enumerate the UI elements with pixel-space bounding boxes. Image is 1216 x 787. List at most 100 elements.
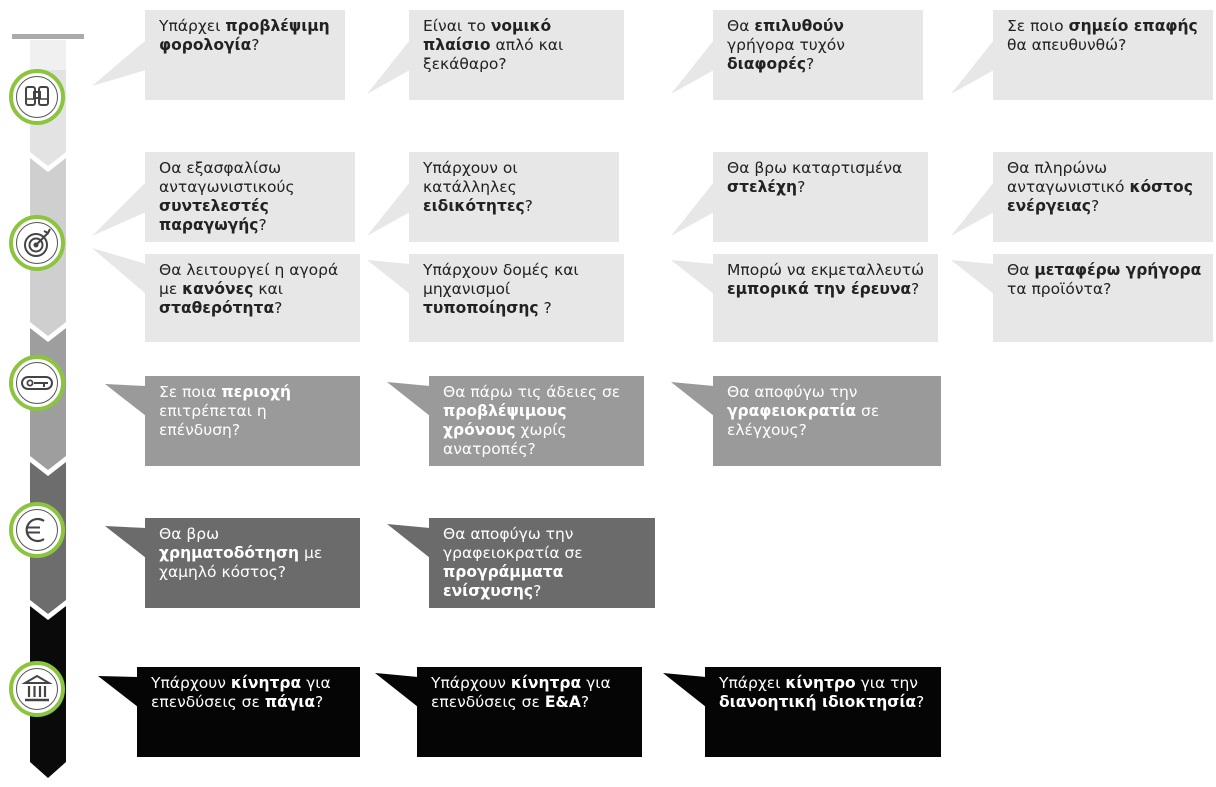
bubble-text: Υπάρχουν οι κατάλληλες — [423, 159, 518, 196]
question-bubble-r3-c2: Υπάρχουν δομές και μηχανισμοί τυποποίηση… — [409, 254, 624, 342]
bubble-pointer — [387, 524, 430, 558]
bubble-keyword: προγράμματα ενίσχυσης — [443, 563, 564, 600]
bubble-text: ? — [258, 216, 267, 234]
bubble-keyword: προβλέψιμη φορολογία — [159, 17, 330, 54]
bubble-text: ? — [911, 280, 920, 298]
question-bubble-r3-c4: Θα μεταφέρω γρήγορα τα προϊόντα? — [993, 254, 1213, 342]
bubble-pointer — [367, 40, 410, 94]
bubble-text: ? — [274, 299, 283, 317]
bubble-keyword: επιλυθούν — [754, 17, 844, 35]
bubble-keyword: ειδικότητες — [423, 197, 525, 215]
question-bubble-r3-c3: Μπορώ να εκμεταλλευτώ εμπορικά την έρευν… — [713, 254, 938, 342]
bubble-pointer — [367, 182, 410, 236]
bubble-text: ? — [524, 197, 533, 215]
bubble-text: Θα πληρώνω ανταγωνιστικό — [1007, 159, 1130, 196]
bubble-pointer — [663, 673, 706, 707]
bubble-pointer — [671, 382, 714, 416]
bubble-text: ? — [806, 55, 815, 73]
question-bubble-r2-c1: Οα εξασφαλίσω ανταγωνιστικούς συντελεστέ… — [145, 152, 355, 242]
bubble-pointer — [387, 382, 430, 416]
bubble-pointer — [105, 526, 146, 558]
euro-icon — [9, 502, 65, 558]
question-bubble-r6-c3: Υπάρχει κίνητρο για την διανοητική ιδιοκ… — [705, 667, 941, 757]
bubble-text: Θα βρω — [159, 525, 220, 543]
bubble-text: ? — [538, 299, 552, 317]
bubble-keyword: εμπορικά την έρευνα — [727, 280, 912, 298]
bubble-pointer — [367, 260, 410, 294]
bubble-pointer — [98, 676, 138, 707]
bubble-text: Υπάρχουν — [431, 674, 511, 692]
bubble-text: και — [253, 280, 283, 298]
bubble-text: για επενδύσεις σε — [151, 674, 331, 711]
bubble-text: γρήγορα τυχόν — [727, 36, 845, 54]
bubble-text: ? — [314, 693, 324, 711]
bubble-keyword: διανοητική ιδιοκτησία — [719, 693, 917, 711]
bubble-text: για επενδύσεις σε — [431, 674, 611, 711]
bubble-text: Υπάρχει — [719, 674, 786, 692]
bank-icon — [9, 661, 65, 717]
bubble-keyword: κίνητρο — [785, 674, 856, 692]
bubble-text: Θα αποφύγω την — [727, 383, 858, 401]
bubble-text: Θα — [727, 17, 755, 35]
bubble-text: ? — [580, 693, 590, 711]
bubble-text: Σε ποιο — [1007, 17, 1069, 35]
bubble-text: Θα πάρω τις άδειες σε — [443, 383, 621, 401]
question-bubble-r6-c1: Υπάρχουν κίνητρα για επενδύσεις σε πάγια… — [137, 667, 360, 757]
bubble-pointer — [951, 260, 994, 294]
question-bubble-r6-c2: Υπάρχουν κίνητρα για επενδύσεις σε Ε&Α? — [417, 667, 642, 757]
bubble-keyword: περιοχή — [221, 383, 292, 401]
bubble-keyword: γραφειοκρατία — [727, 402, 857, 420]
bubble-keyword: κανόνες — [182, 280, 254, 298]
bubble-pointer — [105, 384, 146, 416]
question-bubble-r1-c4: Σε ποιο σημείο επαφής θα απευθυνθώ? — [993, 10, 1213, 100]
question-bubble-r5-c2: Θα αποφύγω την γραφειοκρατία σε προγράμμ… — [429, 518, 655, 608]
bubble-keyword: σταθερότητα — [159, 299, 275, 317]
bubble-pointer — [92, 248, 146, 294]
bubble-keyword: τυποποίησης — [423, 299, 539, 317]
bubble-pointer — [671, 40, 714, 94]
bubble-keyword: στελέχη — [727, 178, 798, 196]
bubble-keyword: διαφορές — [727, 55, 807, 73]
bubble-text: Υπάρχουν — [151, 674, 231, 692]
bubble-keyword: μεταφέρω γρήγορα — [1034, 261, 1202, 279]
bubble-text: θα απευθυνθώ? — [1007, 36, 1127, 54]
bubble-keyword: Ε&Α — [544, 693, 581, 711]
bubble-text: Υπάρχει — [159, 17, 226, 35]
bubble-pointer — [375, 673, 418, 707]
bubble-pointer — [671, 260, 714, 294]
bubble-text: σε ελέγχους? — [727, 402, 880, 439]
bubble-text: ? — [251, 36, 260, 54]
bubble-text: Θα λειτουργεί η αγορά με — [159, 261, 339, 298]
question-bubble-r5-c1: Θα βρω χρηματοδότηση με χαμηλό κόστος? — [145, 518, 360, 608]
bubble-keyword: συντελεστές παραγωγής — [159, 197, 269, 234]
bubble-text: τα προϊόντα? — [1007, 280, 1112, 298]
question-bubble-r2-c3: Θα βρω καταρτισμένα στελέχη? — [713, 152, 928, 242]
question-bubble-r1-c1: Υπάρχει προβλέψιμη φορολογία? — [145, 10, 345, 100]
binoculars-icon — [9, 69, 65, 125]
bubble-pointer — [951, 40, 994, 94]
question-bubble-r1-c3: Θα επιλυθούν γρήγορα τυχόν διαφορές? — [713, 10, 923, 100]
question-bubble-r2-c4: Θα πληρώνω ανταγωνιστικό κόστος ενέργεια… — [993, 152, 1213, 242]
question-bubble-r4-c1: Σε ποια περιοχή επιτρέπεται η επένδυση? — [145, 376, 360, 466]
bubble-keyword: χρηματοδότηση — [159, 544, 300, 562]
bubble-text: Θα βρω καταρτισμένα — [727, 159, 903, 177]
bubble-text: Θα — [1007, 261, 1035, 279]
bubble-text: για την — [855, 674, 918, 692]
bubble-text: Οα εξασφαλίσω ανταγωνιστικούς — [159, 159, 295, 196]
question-bubble-r1-c2: Είναι το νομικό πλαίσιο απλό και ξεκάθαρ… — [409, 10, 624, 100]
question-bubble-r4-c2: Θα πάρω τις άδειες σε προβλέψιμους χρόνο… — [429, 376, 644, 466]
bubble-text: ? — [916, 693, 925, 711]
bubble-pointer — [92, 182, 146, 236]
bubble-keyword: σημείο επαφής — [1068, 17, 1198, 35]
bubble-text: επιτρέπεται η επένδυση? — [159, 402, 267, 439]
bubble-keyword: νομικό πλαίσιο — [423, 17, 552, 54]
bubble-text: απλό και ξεκάθαρο? — [423, 36, 564, 73]
bubble-keyword: προβλέψιμους χρόνους — [443, 402, 567, 439]
bubble-keyword: κόστος ενέργειας — [1007, 178, 1193, 215]
bubble-text: ? — [533, 582, 542, 600]
question-bubble-r2-c2: Υπάρχουν οι κατάλληλες ειδικότητες? — [409, 152, 619, 242]
question-bubble-r3-c1: Θα λειτουργεί η αγορά με κανόνες και στα… — [145, 254, 360, 342]
bubble-pointer — [951, 182, 994, 236]
